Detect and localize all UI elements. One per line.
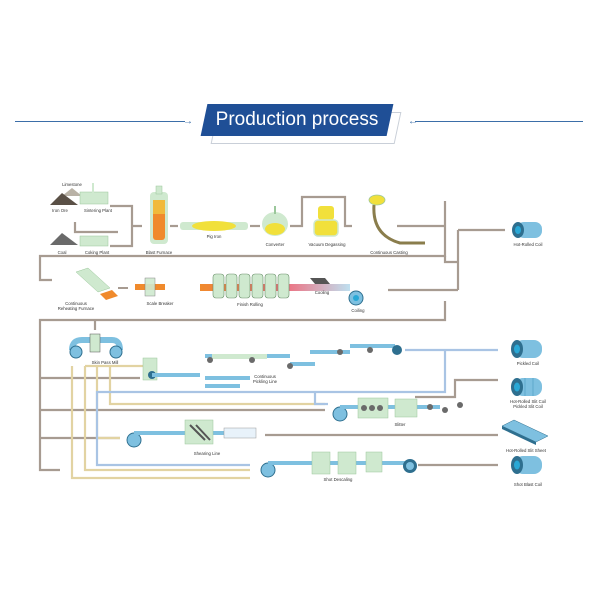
tan-line-4 (108, 366, 325, 406)
label-sintering-plant: Sintering Plant (84, 208, 113, 213)
skin-pass-mill-icon (69, 333, 123, 359)
continuous-casting-icon (368, 194, 425, 245)
coiling-icon (348, 290, 364, 306)
cooling-icon (310, 278, 330, 284)
coking-plant-icon (79, 235, 109, 247)
label-cooling: Cooling (315, 290, 330, 295)
iron-ore-pile-icon (50, 193, 78, 205)
connector-to-finishing (38, 301, 447, 472)
page-title: Production process (215, 109, 379, 130)
title-banner: Production process (200, 104, 402, 144)
label-finish-rolling: Finish Rolling (237, 302, 263, 307)
label-skin-pass-mill: Skin Pass Mill (92, 360, 119, 365)
shot-blast-coil-icon (511, 456, 542, 474)
label-coal: Coal (58, 250, 67, 255)
label-scale-breaker: Scale Breaker (147, 301, 175, 306)
label-shot-descaling: Shot Descaling (324, 477, 354, 482)
label-hot-rolled-sheet: Hot-Rolled Slit Sheet (506, 448, 547, 453)
label-reheating-1: Continuous (65, 301, 87, 306)
label-slit-coil-1: Hot-Rolled Slit Coil (510, 399, 546, 404)
slitter-icon (332, 397, 463, 422)
blue-to-slitter (313, 392, 328, 406)
blast-furnace-icon (150, 185, 168, 244)
label-continuous-casting: Continuous Casting (370, 250, 408, 255)
tan-line-3 (95, 366, 120, 440)
label-reheating-2: Reheating Furnace (58, 306, 95, 311)
label-coking-plant: Coking Plant (85, 250, 110, 255)
label-pickled-coil: Pickled Coil (517, 361, 539, 366)
hot-rolled-coil-icon (512, 222, 542, 238)
pickled-coil-icon (511, 340, 542, 358)
sintering-plant-icon (79, 183, 109, 205)
pig-iron-machine-icon (180, 221, 248, 231)
label-pickling-2: Pickling Line (253, 379, 278, 384)
label-coiling: Coiling (351, 308, 365, 313)
label-shearing-line: Shearing Line (194, 451, 221, 456)
connector-casting-reheating (38, 201, 447, 282)
slit-coil-icon (511, 378, 542, 396)
shearing-line-icon (126, 419, 257, 448)
label-pickling-1: Continuous (254, 374, 276, 379)
label-hot-rolled-coil: Hot-Rolled Coil (514, 242, 543, 247)
label-limestone: Limestone (62, 182, 82, 187)
shot-descaling-icon (260, 451, 417, 478)
grey-flow-lines (38, 195, 505, 472)
tan-flow-lines (70, 364, 325, 480)
blue-loop-main (95, 350, 447, 467)
tan-line-2 (70, 366, 250, 480)
finish-rolling-icon (200, 273, 350, 299)
vacuum-degassing-icon (313, 206, 339, 237)
arrow-left-icon: ← (408, 116, 418, 127)
tan-line-1 (83, 364, 250, 472)
label-blast-furnace: Blast Furnace (146, 250, 173, 255)
header-line-left (15, 121, 185, 122)
converter-icon (262, 206, 288, 236)
label-slitter: Slitter (395, 422, 407, 427)
label-slit-coil-2: Pickled Slit Coil (513, 404, 543, 409)
connector-hotrolled-coil (456, 228, 505, 262)
scale-breaker-icon (135, 277, 165, 297)
raw-material-connector (73, 204, 142, 248)
label-iron-ore: Iron Ore (52, 208, 68, 213)
limestone-icon (62, 188, 82, 196)
label-shot-blast-coil: Shot Blast Coil (514, 482, 542, 487)
label-pig-iron: Pig Iron (207, 234, 222, 239)
blue-flow-lines (95, 348, 498, 467)
connector-converter-degassing (290, 195, 352, 228)
header-line-right (415, 121, 583, 122)
hot-rolled-sheet-icon (501, 419, 549, 445)
connector-slitter-slitcoil (415, 378, 498, 399)
continuous-pickling-line-icon (142, 344, 402, 388)
coal-pile-icon (50, 233, 78, 245)
label-converter: Converter (266, 242, 285, 247)
connector-coiling-out (388, 262, 460, 292)
arrow-right-icon: → (183, 116, 193, 127)
label-vacuum-degassing: Vacuum Degassing (309, 242, 347, 247)
reheating-furnace-icon (75, 267, 118, 300)
